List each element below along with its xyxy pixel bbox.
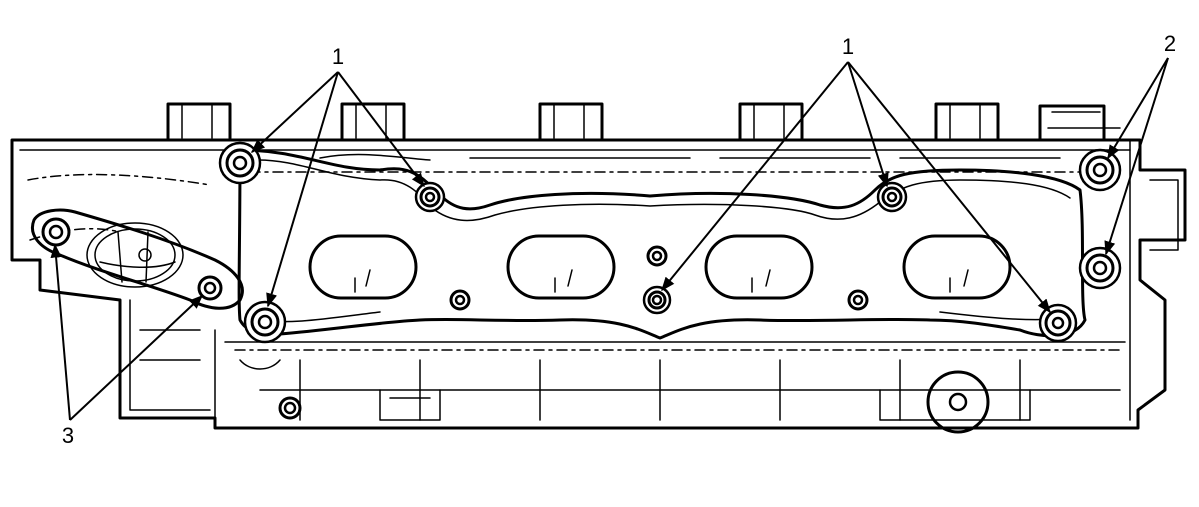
leader-3a [50, 243, 71, 421]
camshaft-caps [166, 102, 1121, 142]
exhaust-port-3 [704, 234, 814, 300]
cylinder-head-body [10, 138, 1187, 430]
exhaust-port-1 [308, 234, 418, 300]
bolt-hole-icon [1078, 148, 1122, 192]
bolt-hole-icon [1078, 246, 1122, 290]
exhaust-port-4 [902, 234, 1012, 300]
bolt-hole-icon [41, 217, 71, 247]
leader-1f [847, 61, 1051, 314]
leader-1b [337, 71, 425, 188]
bolt-holes-2 [1078, 148, 1122, 290]
callout-label-1-left: 1 [332, 44, 344, 69]
leader-1e [847, 61, 889, 188]
dowel-holes [278, 245, 990, 434]
bolt-hole-icon [642, 285, 672, 315]
exhaust-ports [308, 234, 1012, 300]
leader-1d [661, 61, 849, 292]
leader-1a [250, 71, 339, 153]
bolt-hole-icon [243, 300, 287, 344]
bolt-holes-3 [41, 217, 223, 301]
leader-lines [50, 57, 1169, 421]
callout-label-1-right: 1 [842, 34, 854, 59]
leader-3b [69, 295, 204, 421]
leader-2b [1104, 57, 1169, 256]
callout-label-2: 2 [1164, 31, 1176, 56]
callout-labels: 1 1 2 3 [62, 31, 1176, 448]
callout-label-3: 3 [62, 423, 74, 448]
bolt-hole-icon [197, 275, 223, 301]
bolt-hole-icon [1038, 303, 1078, 343]
leader-1c [266, 71, 339, 308]
bolt-hole-icon [876, 181, 908, 213]
end-flange [31, 208, 244, 310]
bolt-hole-icon [414, 181, 446, 213]
bolt-hole-icon [218, 141, 262, 185]
exhaust-port-2 [506, 234, 616, 300]
bolt-holes-1 [218, 141, 1078, 344]
leader-2a [1107, 57, 1169, 160]
